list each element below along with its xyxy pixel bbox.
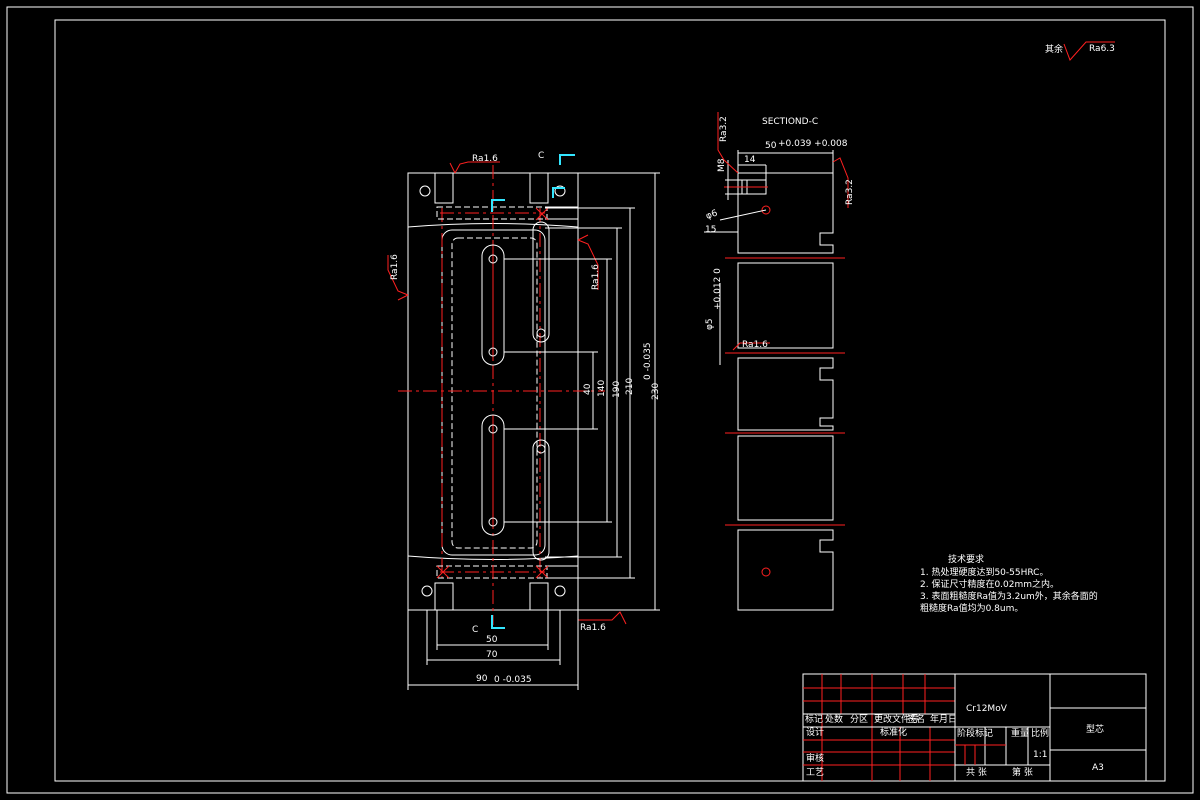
tb-header-3: 更改文件号 <box>874 713 919 725</box>
tech-item-2: 2. 保证尺寸精度在0.02mm之内。 <box>920 578 1059 590</box>
tb-sheet-no: 第 张 <box>1012 766 1033 778</box>
tech-item-3: 3. 表面粗糙度Ra值为3.2um外，其余各面的 <box>920 590 1098 602</box>
sec-dim-50: 50 <box>765 141 777 151</box>
inner-frame <box>54 19 1166 782</box>
front-roughness-right: Ra1.6 <box>591 264 601 290</box>
global-roughness: 其余 Ra6.3 <box>1045 41 1115 61</box>
dim-190: 190 <box>612 381 622 398</box>
front-roughness-left: Ra1.6 <box>390 254 400 280</box>
tb-review: 审核 <box>806 752 824 764</box>
tb-header-5: 年月日 <box>930 713 957 725</box>
tech-title: 技术要求 <box>948 553 984 565</box>
section-roughness-mid: Ra1.6 <box>742 340 768 350</box>
sec-dim-15: 15 <box>705 225 716 235</box>
sec-dim-phi5-tol: +0.012 0 <box>713 268 723 310</box>
tb-header-2: 分区 <box>850 714 868 725</box>
front-view: C C Ra1.6 Ra1.6 Ra1.6 Ra1.6 230 0 -0.035… <box>387 151 661 690</box>
section-label-bottom: C <box>472 625 478 635</box>
sec-dim-m8: M8 <box>717 158 727 172</box>
section-view: SECTIOND-C 50 +0.039 +0.008 14 M8 <box>704 112 855 611</box>
section-roughness-right: Ra3.2 <box>845 179 855 205</box>
tb-standard: 标准化 <box>880 726 907 738</box>
tb-scale-value: 1:1 <box>1033 750 1047 760</box>
sec-dim-phi6: φ6 <box>705 208 720 221</box>
title-block: 标记 处数 分区 更改文件号 签名 年月日 设计 标准化 审核 工艺 Cr12M… <box>802 673 1147 782</box>
tb-drawing-no: A3 <box>1092 763 1104 773</box>
tb-header-0: 标记 <box>805 713 823 725</box>
front-roughness-top: Ra1.6 <box>472 154 498 164</box>
dim-230: 230 <box>651 383 661 400</box>
dim-140: 140 <box>597 380 607 397</box>
section-title: SECTIOND-C <box>762 117 818 127</box>
tb-part-name: 型芯 <box>1086 723 1104 735</box>
section-label-top: C <box>538 151 544 161</box>
sec-dim-50-tol: +0.039 +0.008 <box>778 139 848 149</box>
section-roughness-left: Ra3.2 <box>719 116 729 142</box>
tech-requirements: 技术要求 1. 热处理硬度达到50-55HRC。 2. 保证尺寸精度在0.02m… <box>920 553 1098 614</box>
tech-item-4: 粗糙度Ra值均为0.8um。 <box>920 602 1023 614</box>
dim-230-tol: 0 -0.035 <box>643 342 653 380</box>
sec-dim-14: 14 <box>744 155 756 165</box>
tb-weight: 重量 <box>1011 727 1029 739</box>
dim-210: 210 <box>625 378 635 395</box>
dim-70: 70 <box>486 650 498 660</box>
dim-90: 90 <box>476 674 488 684</box>
dim-40: 40 <box>583 383 593 395</box>
tb-stage: 阶段标记 <box>957 727 993 739</box>
sec-dim-phi5: φ5 <box>705 318 715 330</box>
tb-scale: 比例 <box>1031 727 1049 739</box>
tb-header-1: 处数 <box>825 713 843 725</box>
tech-item-1: 1. 热处理硬度达到50-55HRC。 <box>920 566 1048 578</box>
tb-design: 设计 <box>806 726 824 738</box>
dim-50: 50 <box>486 635 498 645</box>
tb-process: 工艺 <box>806 767 824 778</box>
global-roughness-value: Ra6.3 <box>1089 44 1115 54</box>
dim-90-tol: 0 -0.035 <box>494 675 532 685</box>
tb-material: Cr12MoV <box>966 704 1008 714</box>
front-roughness-bottom: Ra1.6 <box>580 623 606 633</box>
global-roughness-prefix: 其余 <box>1045 43 1063 55</box>
outer-border <box>6 6 1194 794</box>
tb-header-4: 签名 <box>907 713 925 725</box>
tb-sheet-total: 共 张 <box>966 767 987 778</box>
